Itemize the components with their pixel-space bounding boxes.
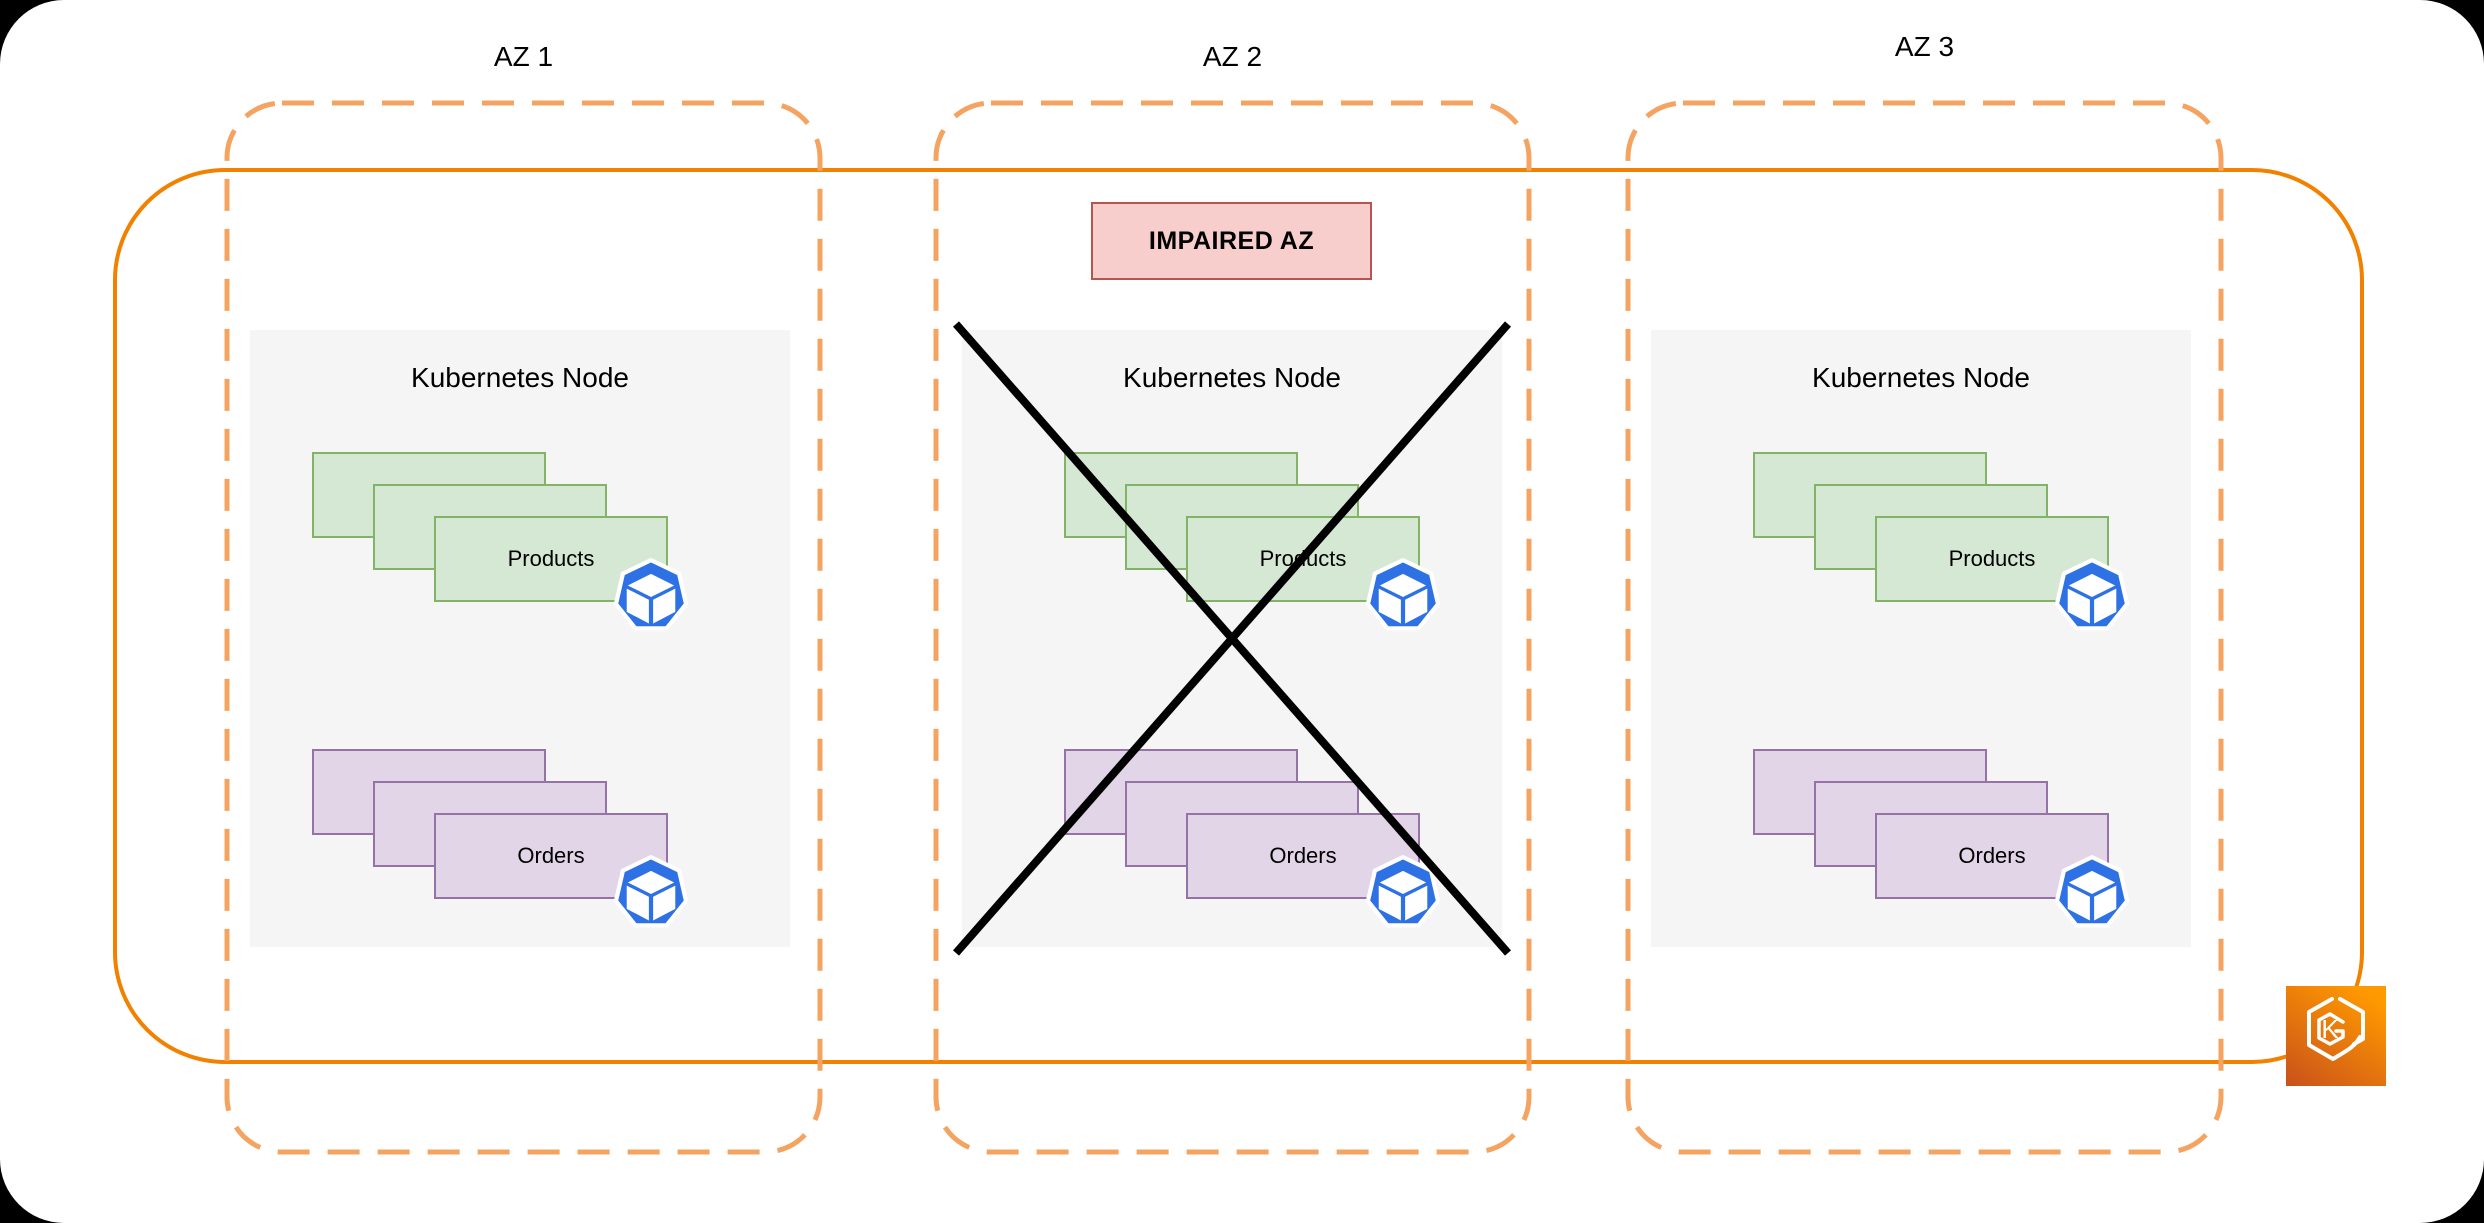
az1-label: AZ 1 xyxy=(493,41,554,72)
pod-stack-orders: Orders xyxy=(1753,749,2130,928)
kubernetes-pod-icon xyxy=(613,855,689,928)
kubernetes-pod-icon xyxy=(2054,855,2130,928)
node-title: Kubernetes Node xyxy=(411,362,629,393)
node-title: Kubernetes Node xyxy=(1123,362,1341,393)
az2-label: AZ 2 xyxy=(1202,41,1263,72)
kubernetes-pod-icon xyxy=(1365,855,1441,928)
pod-stack-products: Products xyxy=(312,452,689,631)
kubernetes-node-3: Kubernetes Node Products Orders xyxy=(1651,330,2191,947)
pod-stack-products: Products xyxy=(1064,452,1441,631)
pod-label: Orders xyxy=(517,843,585,868)
kubernetes-pod-icon xyxy=(613,558,689,631)
pod-label: Orders xyxy=(1269,843,1337,868)
kubernetes-pod-icon xyxy=(2054,558,2130,631)
pod-label: Products xyxy=(1948,546,2036,571)
az3-label: AZ 3 xyxy=(1894,31,1955,62)
eks-letter: K xyxy=(2321,1014,2339,1044)
amazon-eks-icon: K xyxy=(2286,986,2386,1086)
pod-label: Products xyxy=(507,546,595,571)
pod-stack-orders: Orders xyxy=(312,749,689,928)
kubernetes-node-1: Kubernetes Node Products Orders xyxy=(250,330,790,947)
kubernetes-pod-icon xyxy=(1365,558,1441,631)
pod-label: Products xyxy=(1259,546,1347,571)
kubernetes-node-2: Kubernetes Node Products Orders xyxy=(962,330,1502,947)
node-title: Kubernetes Node xyxy=(1812,362,2030,393)
pod-label: Orders xyxy=(1958,843,2026,868)
impaired-az-banner: IMPAIRED AZ xyxy=(1091,202,1372,280)
pod-stack-orders: Orders xyxy=(1064,749,1441,928)
pod-stack-products: Products xyxy=(1753,452,2130,631)
